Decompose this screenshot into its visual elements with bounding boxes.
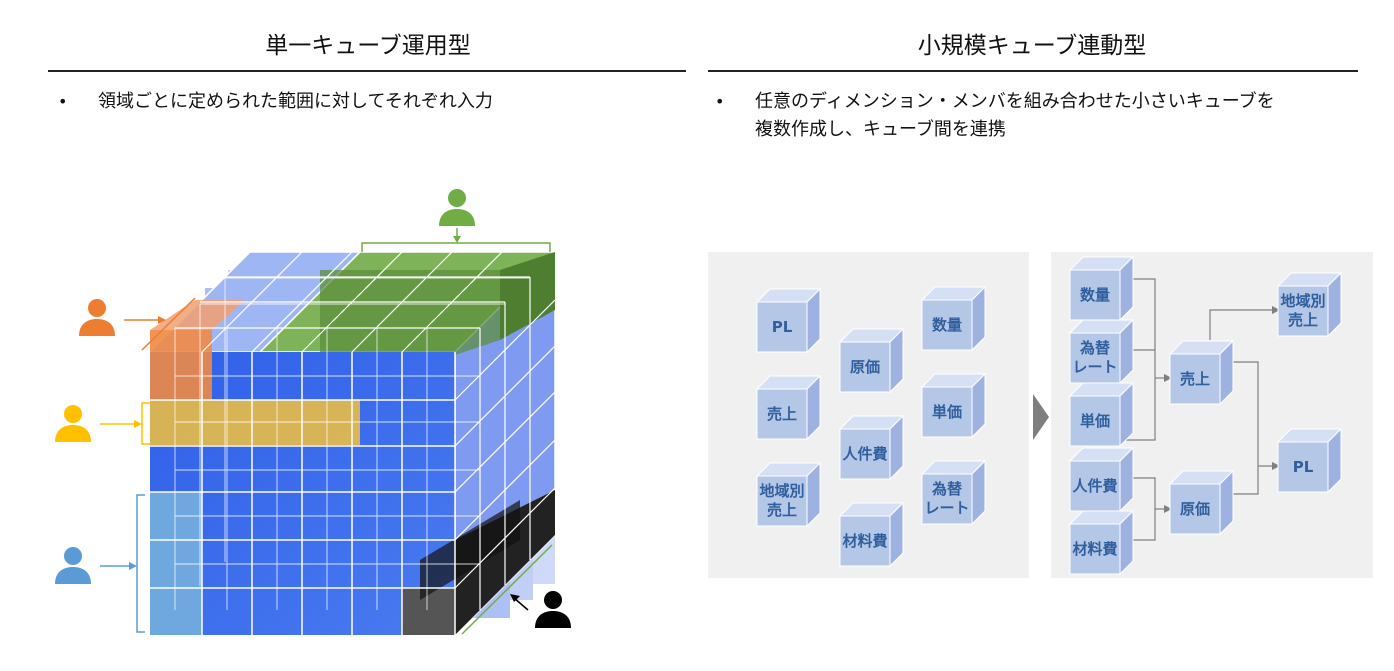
blue-bracket (136, 494, 145, 633)
cube-label: 人件費 (842, 444, 888, 463)
green-bracket (361, 242, 551, 252)
after-cube-8: PL (1276, 427, 1343, 494)
bullet-dot: • (58, 92, 68, 111)
left-title-rule (48, 70, 686, 72)
cube-label: 原価 (849, 357, 880, 376)
chevron-right-icon (1033, 394, 1049, 440)
blue-arrowhead (129, 562, 137, 570)
green-region-side (500, 252, 555, 340)
cube-shape (920, 372, 987, 439)
cube-label: 売上 (766, 404, 797, 423)
black-arrow (513, 597, 529, 611)
blue-person-icon (55, 547, 91, 584)
after-cube-5: 売上 (1168, 339, 1235, 406)
cube-label: PL (1292, 457, 1314, 476)
cube-shape (838, 327, 905, 394)
cube-shape (920, 459, 987, 526)
before-cube-5: 単価 (920, 372, 987, 439)
black-person-icon (535, 591, 571, 628)
before-cube-8: 為替 レート (920, 459, 987, 526)
cube-shape (755, 461, 822, 528)
cube-label: 人件費 (1072, 476, 1118, 495)
cube-shape (1068, 255, 1135, 322)
black-bracket (461, 544, 553, 635)
cube-label: 単価 (931, 402, 962, 421)
after-cube-1: 為替 レート (1068, 318, 1135, 385)
yellow-bracket (141, 402, 150, 445)
cube-shape (1068, 509, 1135, 576)
cube-label: 材料費 (1072, 539, 1118, 558)
cube-shape (838, 414, 905, 481)
green-arrowhead (453, 236, 461, 243)
cube-label: 材料費 (842, 531, 888, 550)
black-region-inner (420, 500, 520, 600)
left-title: 単一キューブ運用型 (265, 33, 471, 59)
yellow-arrowhead (134, 420, 142, 428)
before-cube-1: 原価 (838, 327, 905, 394)
after-cube-7: 地域別 売上 (1276, 271, 1343, 338)
after-cube-0: 数量 (1068, 255, 1135, 322)
cube-shape (1276, 427, 1343, 494)
cube-label: 原価 (1179, 499, 1210, 518)
right-title: 小規模キューブ連動型 (917, 33, 1147, 59)
after-cube-4: 材料費 (1068, 509, 1135, 576)
orange-person-icon (79, 299, 115, 336)
cube-shape (1168, 469, 1235, 536)
cube-shape (1276, 271, 1343, 338)
orange-bracket (141, 297, 196, 351)
black-arrowhead (510, 594, 520, 602)
cube-label: 数量 (1079, 285, 1110, 304)
before-cube-0: PL (755, 287, 822, 354)
cube-shape (755, 374, 822, 441)
cube-label: 為替 レート (924, 480, 970, 517)
before-cube-7: 材料費 (838, 501, 905, 568)
after-cube-3: 人件費 (1068, 446, 1135, 513)
cube-label: 単価 (1079, 411, 1110, 430)
cube-shape (1068, 381, 1135, 448)
before-cube-3: 売上 (755, 374, 822, 441)
cube-shape (755, 287, 822, 354)
before-cube-6: 地域別 売上 (755, 461, 822, 528)
right-bullet-text-line1: 任意のディメンション・メンバを組み合わせた小さいキューブを (755, 91, 1275, 112)
after-cube-6: 原価 (1168, 469, 1235, 536)
cube-label: 売上 (1179, 369, 1210, 388)
front-grid (150, 352, 456, 635)
before-cube-4: 人件費 (838, 414, 905, 481)
green-person-icon (439, 189, 475, 226)
after-cube-2: 単価 (1068, 381, 1135, 448)
cube-label: 数量 (931, 315, 962, 334)
cube-shape (838, 501, 905, 568)
right-bullet-text-line2: 複数作成し、キューブ間を連携 (755, 119, 1006, 140)
right-title-rule (708, 70, 1358, 72)
black-region (402, 588, 455, 635)
cube-shape (920, 285, 987, 352)
left-bullet-text: 領域ごとに定められた範囲に対してそれぞれ入力 (98, 91, 493, 112)
cube-shape (1168, 339, 1235, 406)
orange-arrowhead (158, 316, 166, 324)
top-side-grid (175, 251, 556, 610)
cube-label: 地域別 売上 (759, 482, 805, 519)
blue-region (150, 492, 202, 635)
cube-label: PL (771, 317, 793, 336)
before-cube-2: 数量 (920, 285, 987, 352)
orange-region-top (150, 300, 245, 330)
single-cube-diagram (100, 228, 557, 637)
cube-shape (1068, 318, 1135, 385)
cube-label: 地域別 売上 (1280, 292, 1326, 329)
green-region-front (320, 270, 500, 360)
cube-label: 為替 レート (1072, 339, 1118, 376)
yellow-region (150, 400, 360, 445)
bullet-dot: • (715, 92, 725, 111)
yellow-person-icon (55, 405, 91, 442)
